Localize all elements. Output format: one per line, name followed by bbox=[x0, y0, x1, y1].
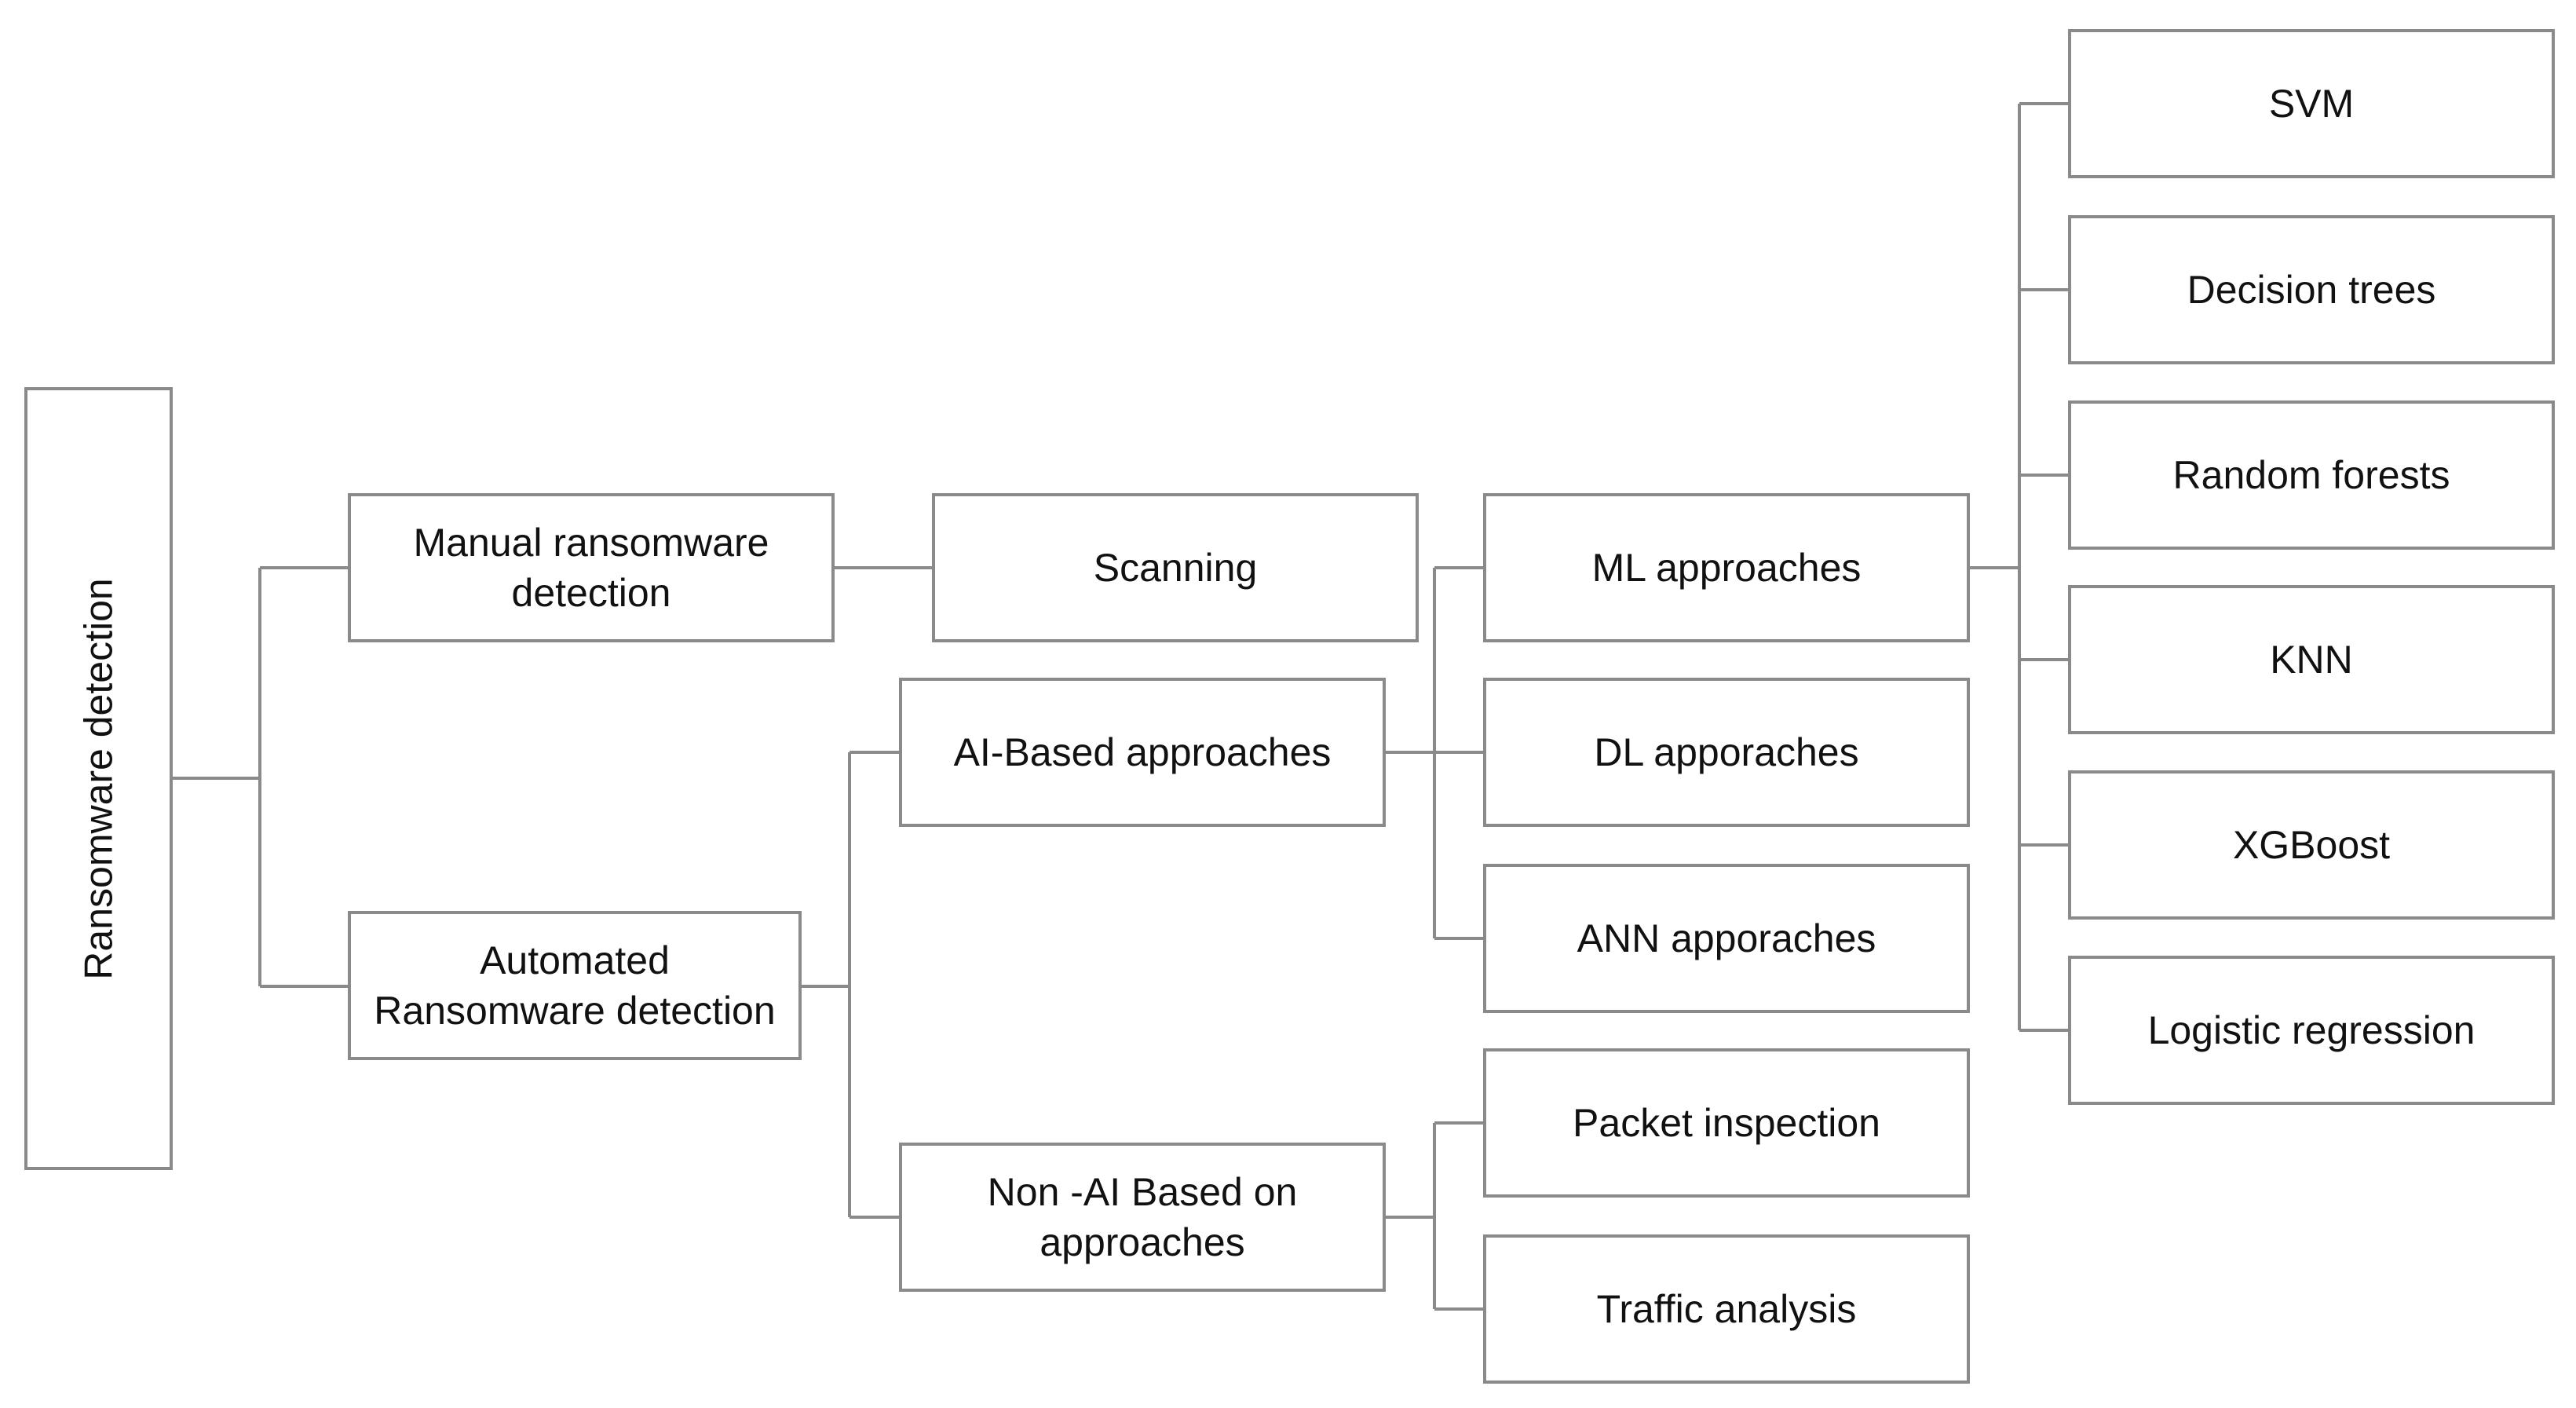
scanning-node: Scanning bbox=[932, 493, 1419, 642]
ai-based-approaches-node: AI-Based approaches bbox=[899, 678, 1386, 827]
svm-label: SVM bbox=[2268, 82, 2355, 126]
ann-approaches-node: ANN apporaches bbox=[1483, 864, 1970, 1013]
packet-inspection-node: Packet inspection bbox=[1483, 1048, 1970, 1198]
ml-approaches-label: ML approaches bbox=[1591, 546, 1862, 590]
logistic-regression-label: Logistic regression bbox=[2147, 1008, 2476, 1052]
dl-approaches-node: DL apporaches bbox=[1483, 678, 1970, 827]
knn-label: KNN bbox=[2270, 638, 2353, 682]
knn-node: KNN bbox=[2068, 585, 2555, 734]
dl-approaches-label: DL apporaches bbox=[1594, 730, 1859, 774]
decision-trees-label: Decision trees bbox=[2187, 268, 2436, 312]
ai-based-approaches-label: AI-Based approaches bbox=[953, 730, 1332, 774]
manual-detection-label: Manual ransomware detection bbox=[413, 521, 769, 615]
random-forests-node: Random forests bbox=[2068, 400, 2555, 550]
decision-trees-node: Decision trees bbox=[2068, 215, 2555, 364]
random-forests-label: Random forests bbox=[2172, 453, 2450, 497]
traffic-analysis-label: Traffic analysis bbox=[1596, 1287, 1857, 1331]
automated-detection-node: Automated Ransomware detection bbox=[348, 911, 802, 1060]
automated-detection-label: Automated Ransomware detection bbox=[374, 938, 776, 1033]
ml-approaches-node: ML approaches bbox=[1483, 493, 1970, 642]
packet-inspection-label: Packet inspection bbox=[1573, 1101, 1880, 1145]
manual-detection-node: Manual ransomware detection bbox=[348, 493, 835, 642]
logistic-regression-node: Logistic regression bbox=[2068, 956, 2555, 1105]
scanning-label: Scanning bbox=[1093, 546, 1258, 590]
ann-approaches-label: ANN apporaches bbox=[1577, 916, 1876, 960]
non-ai-based-approaches-node: Non -AI Based on approaches bbox=[899, 1143, 1386, 1292]
xgboost-node: XGBoost bbox=[2068, 770, 2555, 920]
root-node: Ransomware detection bbox=[24, 387, 173, 1170]
svm-node: SVM bbox=[2068, 29, 2555, 178]
non-ai-based-approaches-label: Non -AI Based on approaches bbox=[987, 1170, 1298, 1264]
xgboost-label: XGBoost bbox=[2232, 823, 2391, 867]
root-label: Ransomware detection bbox=[76, 577, 121, 980]
traffic-analysis-node: Traffic analysis bbox=[1483, 1234, 1970, 1384]
